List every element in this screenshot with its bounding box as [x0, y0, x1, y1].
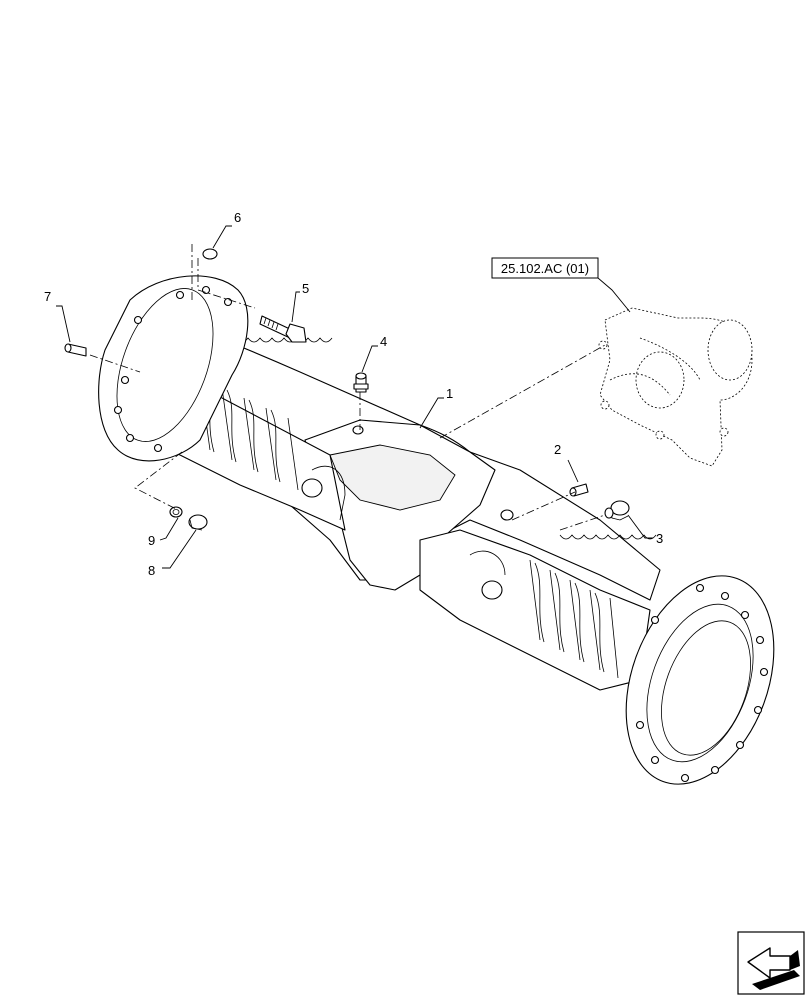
left-flange[interactable]: [98, 275, 249, 462]
right-flange[interactable]: [599, 555, 801, 804]
centre-lines: [89, 244, 606, 531]
arrow-navigation-icon[interactable]: [737, 931, 805, 995]
reference-box[interactable]: 25.102.AC (01): [491, 257, 599, 279]
callout-3[interactable]: 3: [656, 531, 663, 546]
part-6-cap[interactable]: [202, 248, 218, 260]
part-3-plug[interactable]: [604, 500, 630, 521]
callout-5[interactable]: 5: [302, 281, 309, 296]
callout-1[interactable]: 1: [446, 386, 453, 401]
part-8-plug[interactable]: [188, 514, 208, 531]
part-2-dowel-pin[interactable]: [569, 483, 589, 497]
part-4-grease-fitting[interactable]: [353, 372, 369, 393]
callout-4[interactable]: 4: [380, 334, 387, 349]
reference-label: 25.102.AC (01): [501, 261, 589, 276]
part-7-pin[interactable]: [64, 343, 87, 357]
reference-part: [598, 307, 753, 467]
callout-labels: 1 2 3 4 5 6 7 8 9: [44, 210, 663, 578]
callout-9[interactable]: 9: [148, 533, 155, 548]
callout-8[interactable]: 8: [148, 563, 155, 578]
part-9-washer[interactable]: [169, 506, 183, 518]
callout-7[interactable]: 7: [44, 289, 51, 304]
leader-lines: [56, 225, 653, 569]
part-5-bolt[interactable]: [259, 315, 307, 343]
axle-housing[interactable]: [139, 317, 661, 691]
callout-6[interactable]: 6: [234, 210, 241, 225]
callout-2[interactable]: 2: [554, 442, 561, 457]
